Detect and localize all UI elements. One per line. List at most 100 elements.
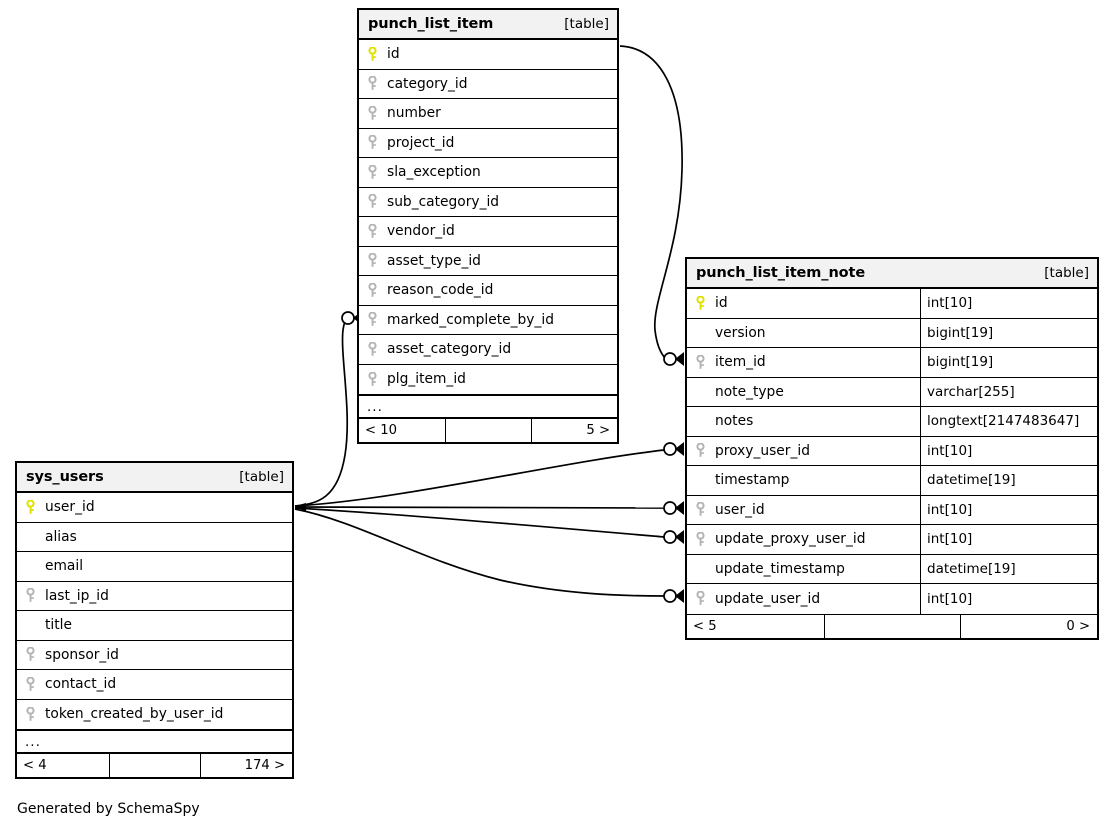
edge-endpoint-note-update_user_id xyxy=(663,589,684,603)
foreign-key-icon xyxy=(367,135,385,151)
table-row[interactable]: sla_exception xyxy=(359,158,617,188)
no-key-spacer xyxy=(25,529,43,545)
column-type: int[10] xyxy=(920,525,1097,554)
column-name-cell: sponsor_id xyxy=(17,641,292,670)
foreign-key-icon xyxy=(695,591,713,607)
column-label: sponsor_id xyxy=(45,646,119,663)
table-row[interactable]: plg_item_id xyxy=(359,365,617,395)
column-type: datetime[19] xyxy=(920,466,1097,495)
column-label: token_created_by_user_id xyxy=(45,706,224,723)
column-name-cell: sub_category_id xyxy=(359,188,617,217)
table-row[interactable]: number xyxy=(359,99,617,129)
edge-endpoint-note-user_id xyxy=(663,501,684,515)
no-key-spacer xyxy=(695,561,713,577)
footer-children-count[interactable]: 5 > xyxy=(530,419,617,442)
column-name-cell: item_id xyxy=(687,348,920,377)
footer-children-count[interactable]: 174 > xyxy=(200,754,292,777)
table-row[interactable]: asset_category_id xyxy=(359,335,617,365)
column-name-cell: title xyxy=(17,611,292,640)
column-label: update_user_id xyxy=(715,590,821,607)
column-list-punch_list_item: id category_id number xyxy=(359,40,617,394)
column-name-cell: update_user_id xyxy=(687,584,920,614)
column-name-cell: email xyxy=(17,552,292,581)
column-list-sys_users: user_id alias email xyxy=(17,493,292,729)
column-name-cell: asset_category_id xyxy=(359,335,617,364)
foreign-key-icon xyxy=(367,312,385,328)
foreign-key-icon xyxy=(25,706,43,722)
column-name-cell: vendor_id xyxy=(359,217,617,246)
edge-endpoint-note-update_proxy_user_id xyxy=(663,530,684,544)
column-type: int[10] xyxy=(920,436,1097,465)
table-row[interactable]: user_id xyxy=(17,493,292,523)
table-header-punch_list_item: punch_list_item [table] xyxy=(359,10,617,40)
relationship-edge-sys_users-to-note-user_id xyxy=(294,506,665,509)
foreign-key-icon xyxy=(367,164,385,180)
column-name-cell: project_id xyxy=(359,129,617,158)
column-label: user_id xyxy=(715,501,765,518)
footer-middle-cell xyxy=(445,419,531,442)
column-name-cell: user_id xyxy=(17,493,292,522)
relationship-edge-sys_users-to-note-proxy_user_id xyxy=(294,449,665,507)
table-row[interactable]: category_id xyxy=(359,70,617,99)
table-row[interactable]: sub_category_id xyxy=(359,188,617,217)
table-row[interactable]: token_created_by_user_id xyxy=(17,700,292,730)
table-header-punch_list_item_note: punch_list_item_note [table] xyxy=(687,259,1097,289)
table-row[interactable]: note_type varchar[255] xyxy=(687,377,1097,407)
table-row[interactable]: user_id int[10] xyxy=(687,495,1097,525)
generated-by-caption: Generated by SchemaSpy xyxy=(17,801,200,817)
relationship-edge-sys_users-to-note-update_proxy_user_id xyxy=(294,507,665,538)
table-row[interactable]: update_proxy_user_id int[10] xyxy=(687,525,1097,555)
table-row[interactable]: asset_type_id xyxy=(359,247,617,276)
foreign-key-icon xyxy=(25,588,43,604)
table-row[interactable]: title xyxy=(17,611,292,641)
column-name-cell: category_id xyxy=(359,70,617,99)
column-type: bigint[19] xyxy=(920,318,1097,347)
table-row[interactable]: notes longtext[2147483647] xyxy=(687,407,1097,437)
table-row[interactable]: update_user_id int[10] xyxy=(687,584,1097,614)
table-row[interactable]: reason_code_id xyxy=(359,276,617,306)
more-columns-indicator: ... xyxy=(17,729,292,753)
table-row[interactable]: last_ip_id xyxy=(17,582,292,611)
table-title: punch_list_item_note xyxy=(696,265,866,281)
column-label: version xyxy=(715,324,766,341)
table-row[interactable]: id int[10] xyxy=(687,289,1097,319)
table-row[interactable]: version bigint[19] xyxy=(687,318,1097,348)
table-row[interactable]: vendor_id xyxy=(359,217,617,247)
column-label: update_timestamp xyxy=(715,560,845,577)
table-title: sys_users xyxy=(26,469,104,485)
column-name-cell: marked_complete_by_id xyxy=(359,306,617,335)
foreign-key-icon xyxy=(25,647,43,663)
column-name-cell: last_ip_id xyxy=(17,582,292,611)
table-row[interactable]: id xyxy=(359,40,617,70)
table-title: punch_list_item xyxy=(368,16,494,32)
table-row[interactable]: proxy_user_id int[10] xyxy=(687,436,1097,466)
table-row[interactable]: timestamp datetime[19] xyxy=(687,466,1097,496)
column-label: reason_code_id xyxy=(387,282,494,299)
column-label: marked_complete_by_id xyxy=(387,311,554,328)
column-name-cell: update_timestamp xyxy=(687,555,920,584)
column-name-cell: reason_code_id xyxy=(359,276,617,305)
table-punch_list_item_note[interactable]: punch_list_item_note [table] id int[10] … xyxy=(685,257,1099,640)
no-key-spacer xyxy=(25,558,43,574)
table-row[interactable]: email xyxy=(17,552,292,582)
footer-children-count[interactable]: 0 > xyxy=(960,614,1097,638)
column-name-cell: asset_type_id xyxy=(359,247,617,276)
table-row[interactable]: update_timestamp datetime[19] xyxy=(687,554,1097,584)
table-row[interactable]: sponsor_id xyxy=(17,641,292,670)
table-row[interactable]: contact_id xyxy=(17,670,292,700)
column-name-cell: notes xyxy=(687,407,920,436)
column-label: alias xyxy=(45,528,77,545)
no-key-spacer xyxy=(695,413,713,429)
footer-parents-count[interactable]: < 5 xyxy=(693,618,717,634)
table-punch_list_item[interactable]: punch_list_item [table] id category_id xyxy=(357,8,619,444)
table-row[interactable]: marked_complete_by_id xyxy=(359,306,617,335)
footer-parents-count[interactable]: < 4 xyxy=(23,758,47,773)
footer-parents-count[interactable]: < 10 xyxy=(365,423,398,438)
table-row[interactable]: project_id xyxy=(359,129,617,158)
footer-middle-cell xyxy=(823,614,960,638)
table-sys_users[interactable]: sys_users [table] user_id alias xyxy=(15,461,294,779)
table-row[interactable]: alias xyxy=(17,523,292,552)
table-row[interactable]: item_id bigint[19] xyxy=(687,348,1097,378)
column-name-cell: plg_item_id xyxy=(359,365,617,395)
